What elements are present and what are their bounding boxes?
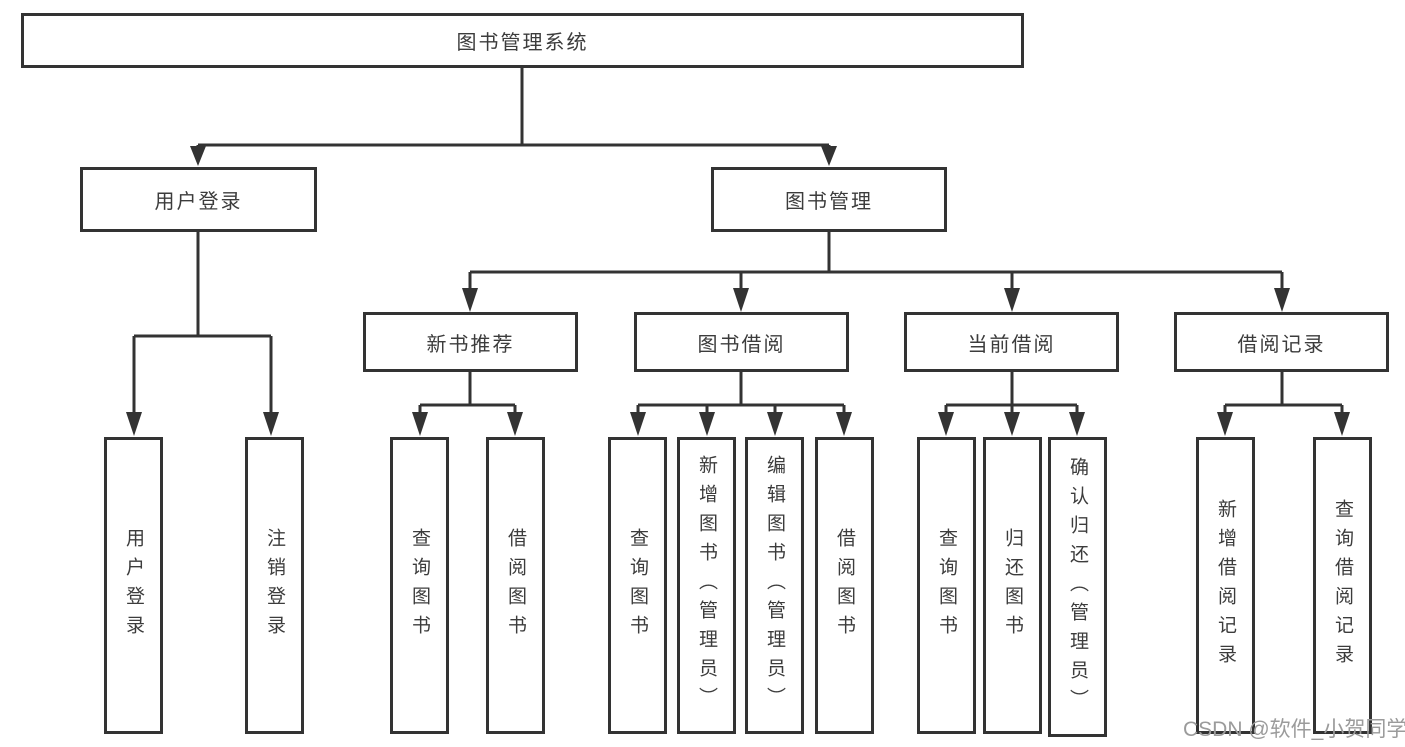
leaf-query-books-borrowing: 查询图书 (608, 437, 667, 734)
node-book-management-module: 图书管理 (711, 167, 947, 232)
arrowhead (126, 412, 142, 436)
leaf-user-login: 用户登录 (104, 437, 163, 734)
connector-borrowing-branch (636, 372, 846, 414)
node-borrowing-records-label: 借阅记录 (1237, 333, 1326, 356)
leaf-user-login-label: 用户登录 (123, 527, 144, 644)
leaf-query-borrow-record: 查询借阅记录 (1313, 437, 1372, 734)
leaf-confirm-return-admin: 确认归还（管理员） (1048, 437, 1107, 737)
arrowhead (733, 288, 749, 312)
arrowhead (1004, 288, 1020, 312)
node-user-login-module: 用户登录 (80, 167, 317, 232)
node-root: 图书管理系统 (21, 13, 1024, 68)
connector-current-branch (944, 372, 1079, 414)
leaf-logout: 注销登录 (245, 437, 304, 734)
arrowhead (190, 146, 206, 166)
arrowhead (1334, 412, 1350, 436)
leaf-add-books-admin-label: 新增图书（管理员） (696, 455, 717, 716)
connector-records-branch (1223, 372, 1344, 414)
leaf-query-books-borrowing-label: 查询图书 (627, 527, 648, 644)
node-user-login-module-label: 用户登录 (154, 191, 243, 213)
node-root-label: 图书管理系统 (456, 32, 589, 54)
node-book-borrowing-label: 图书借阅 (697, 333, 786, 356)
node-new-book-recommend: 新书推荐 (363, 312, 578, 372)
connector-user-login-branch (132, 232, 273, 414)
leaf-query-books-current: 查询图书 (917, 437, 976, 734)
leaf-borrow-books-recommend: 借阅图书 (486, 437, 545, 734)
leaf-return-books: 归还图书 (983, 437, 1042, 734)
leaf-query-borrow-record-label: 查询借阅记录 (1332, 498, 1353, 673)
connector-book-mgmt-branch (468, 232, 1284, 291)
leaf-borrow-books-recommend-label: 借阅图书 (505, 527, 526, 644)
node-book-management-module-label: 图书管理 (785, 191, 873, 213)
leaf-query-books-recommend: 查询图书 (390, 437, 449, 734)
arrowhead (767, 412, 783, 436)
arrowhead (821, 146, 837, 166)
leaf-edit-books-admin: 编辑图书（管理员） (745, 437, 804, 734)
leaf-add-books-admin: 新增图书（管理员） (677, 437, 736, 734)
leaf-borrow-books-label: 借阅图书 (834, 527, 855, 644)
node-new-book-recommend-label: 新书推荐 (426, 333, 515, 356)
node-current-borrowing: 当前借阅 (904, 312, 1119, 372)
arrowhead (1069, 412, 1085, 436)
arrowhead (412, 412, 428, 436)
node-borrowing-records: 借阅记录 (1174, 312, 1389, 372)
arrowhead (630, 412, 646, 436)
node-book-borrowing: 图书借阅 (634, 312, 849, 372)
leaf-query-books-current-label: 查询图书 (936, 527, 957, 644)
leaf-edit-books-admin-label: 编辑图书（管理员） (764, 455, 785, 716)
arrowhead (1217, 412, 1233, 436)
leaf-query-books-recommend-label: 查询图书 (409, 527, 430, 644)
arrowhead (462, 288, 478, 312)
leaf-return-books-label: 归还图书 (1002, 527, 1023, 644)
arrowhead (938, 412, 954, 436)
leaf-add-borrow-record-label: 新增借阅记录 (1215, 498, 1236, 673)
leaf-borrow-books: 借阅图书 (815, 437, 874, 734)
leaf-confirm-return-admin-label: 确认归还（管理员） (1067, 456, 1088, 718)
arrowhead (507, 412, 523, 436)
connector-new-books-branch (418, 372, 517, 414)
arrowhead (263, 412, 279, 436)
arrowhead (1274, 288, 1290, 312)
connector-root-to-level2 (196, 68, 831, 149)
node-current-borrowing-label: 当前借阅 (967, 333, 1056, 356)
csdn-watermark: CSDN @软件_小贺同学 (1183, 718, 1405, 741)
arrowhead (699, 412, 715, 436)
leaf-logout-label: 注销登录 (264, 527, 285, 644)
arrowhead (836, 412, 852, 436)
leaf-add-borrow-record: 新增借阅记录 (1196, 437, 1255, 734)
arrowhead (1004, 412, 1020, 436)
